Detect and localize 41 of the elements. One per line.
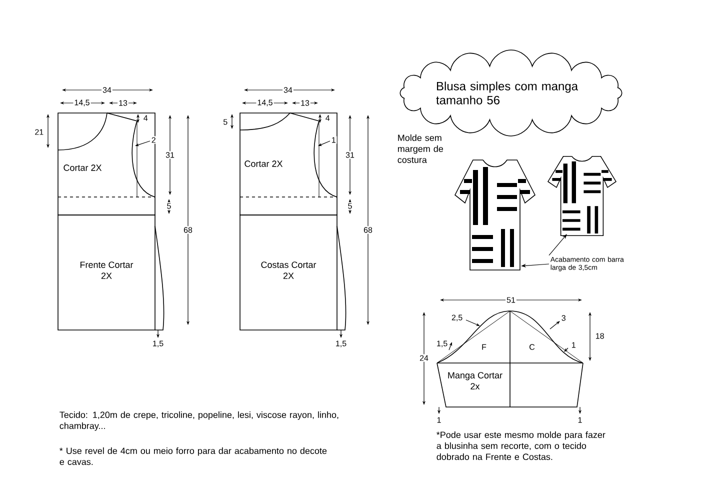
dimension-label: 5 (166, 202, 172, 210)
dimension-label: 1,5 (151, 340, 165, 348)
sleeve-piece: Manga Cortar 2x (448, 372, 502, 390)
dimension-label: 3 (560, 314, 567, 322)
dimension-label: 5 (346, 202, 354, 210)
dimension-label: 18 (594, 332, 606, 340)
note-text: Molde sem margem de costura (398, 134, 444, 163)
blouse-drawing (548, 156, 616, 236)
dimension-label: 5 (222, 118, 229, 126)
dimension-label: 34 (102, 86, 112, 94)
dimension-label: 14,5 (256, 98, 274, 108)
dimension-label: F (480, 343, 488, 351)
dimension-label: 68 (362, 226, 374, 234)
dimension-label: 14,5 (73, 98, 91, 108)
dimension-label: 4 (142, 114, 149, 122)
dimension-label: 13 (118, 99, 128, 107)
dimension-label: 51 (506, 296, 516, 304)
pattern-piece: Costas Cortar 2X (240, 214, 346, 330)
note-text: Tecido: 1,20m de crepe, tricoline, popeline, lesi, viscose rayon, linho, chambray... (60, 411, 338, 431)
leader-arrow (548, 234, 567, 256)
dimension-label: 13 (300, 99, 310, 107)
dimension-label: 1 (576, 416, 584, 424)
dimension-label: 24 (418, 354, 430, 362)
dimension-label: 68 (182, 226, 194, 234)
blouse-drawing (454, 160, 536, 270)
dimension-label: 1,5 (334, 340, 348, 348)
dimension-label: 2,5 (450, 314, 464, 322)
dimension-label: 34 (282, 86, 294, 94)
note-text: *Pode usar este mesmo molde para fazer a blusinha sem recorte, com o tecido dobrado na Frente e Costas. (436, 431, 606, 460)
note-text: * Use revel de 4cm ou meio forro para dar acabamento no decote e cavas. (60, 447, 327, 465)
dimension-label: C (528, 343, 536, 351)
dimension-label: 1 (330, 136, 337, 144)
dimension-label: 31 (164, 151, 176, 159)
dimension-label: 2 (150, 136, 157, 144)
dimension-label: 1 (570, 341, 577, 349)
dimension-label: 21 (34, 128, 45, 136)
pattern-piece: Frente Cortar 2X (58, 214, 164, 330)
dimension-label: 1 (436, 416, 442, 424)
dimension-label: 1,5 (435, 340, 449, 348)
dimension-label: 31 (344, 151, 356, 159)
dimension-label: 4 (324, 114, 331, 122)
